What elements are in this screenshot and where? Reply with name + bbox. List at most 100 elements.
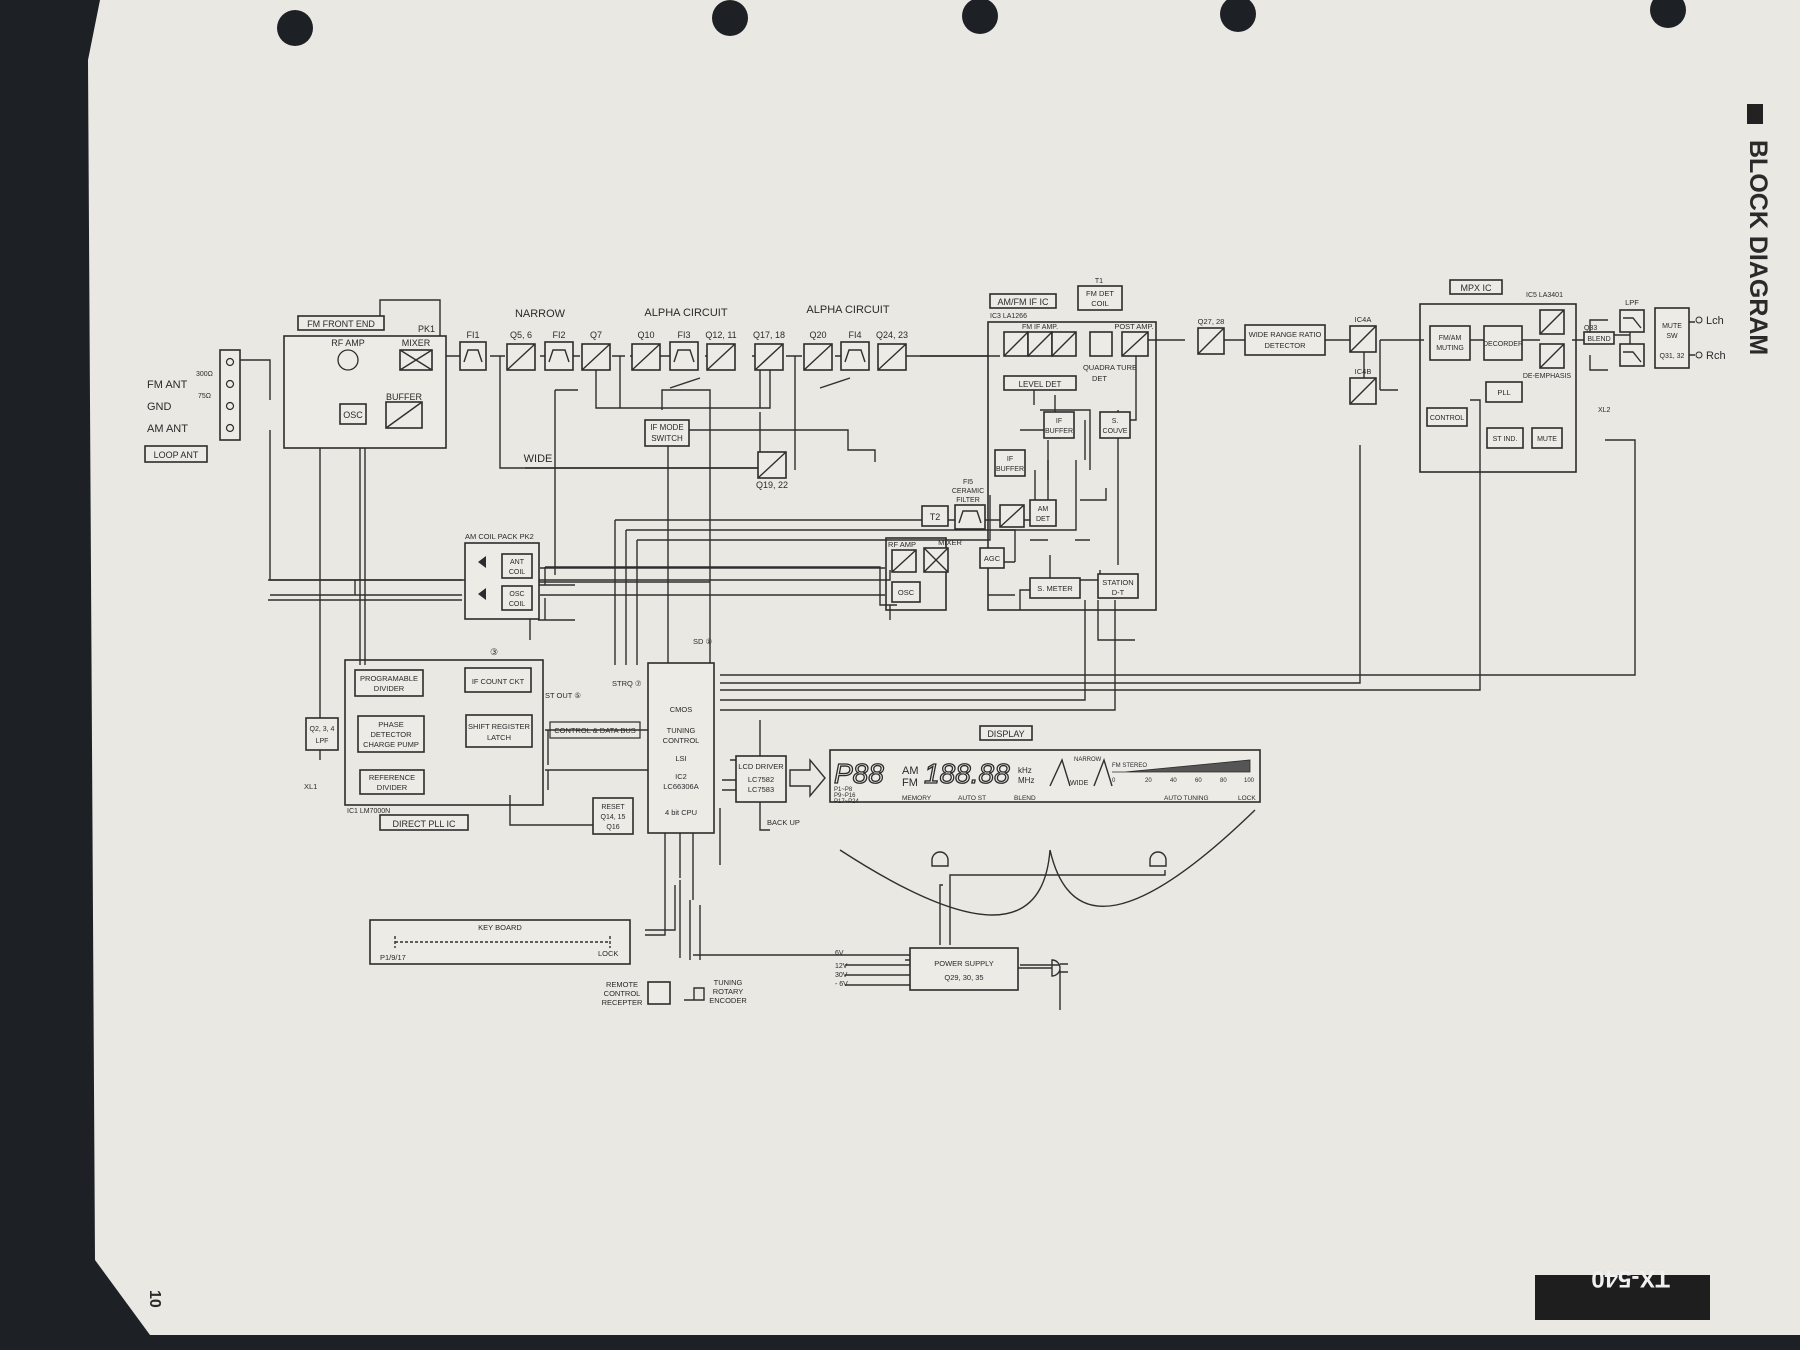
lcd-p-groups: P9~P16: [834, 793, 856, 799]
reset-block: [592, 797, 634, 835]
encoder-label: TUNING: [714, 978, 743, 987]
am-det-label: DET: [1036, 516, 1051, 523]
pll-ic-title: DIRECT PLL IC: [392, 819, 456, 829]
page-title: BLOCK DIAGRAM: [1744, 140, 1772, 355]
power-supply: [909, 947, 1019, 991]
blend-label: BLEND: [1587, 336, 1610, 343]
lcd-memory: MEMORY: [902, 795, 932, 802]
display-title: DISPLAY: [987, 729, 1024, 739]
amp-icon: [757, 451, 787, 479]
amp-icon: [1539, 343, 1565, 369]
fm-front-end-title: FM FRONT END: [307, 319, 375, 329]
lcd-fm: FM: [902, 777, 918, 789]
amp-icon: [1539, 309, 1565, 335]
mute-label: MUTE: [1537, 436, 1557, 443]
s-meter-label: S. METER: [1037, 584, 1073, 593]
cpu-line: IC2: [675, 772, 687, 781]
terminal-icon: [225, 379, 235, 389]
rch-label: Rch: [1706, 350, 1726, 362]
r300-label: 300Ω: [196, 371, 213, 378]
q1211-label: Q12, 11: [705, 330, 736, 340]
ant-coil-label: COIL: [509, 569, 525, 576]
shift-register-label: LATCH: [487, 733, 511, 742]
mute-sw: [1654, 307, 1690, 369]
pk1-label: PK1: [418, 324, 435, 334]
antenna-terminal: [219, 349, 241, 441]
varicap-icon: [478, 556, 486, 600]
mixer-cross-icon: [923, 547, 949, 573]
key-switch-icon: [394, 936, 611, 948]
cpu-block: [647, 662, 715, 834]
ant-coil: [501, 553, 533, 579]
cpu-section: CMOS TUNING CONTROL LSI IC2 LC66306A 4 b…: [592, 662, 800, 835]
am-det: [1029, 499, 1057, 527]
ic1-label: IC1 LM7000N: [347, 808, 390, 815]
am-ant-label: AM ANT: [147, 423, 188, 435]
gnd-label: GND: [147, 401, 172, 413]
power-voltage: - 6V: [835, 981, 848, 988]
lcd-blend: BLEND: [1014, 795, 1036, 802]
fi4-label: FI4: [848, 330, 861, 340]
st-out-label: ST OUT ⑤: [545, 691, 581, 700]
display-section: DISPLAY LCD DRIVER LC7582 LC7583 P88 AM …: [735, 725, 1261, 867]
terminal-icon: [225, 357, 235, 367]
st-ind-label: ST IND.: [1493, 436, 1518, 443]
post-amp-label: POST AMP.: [1114, 322, 1153, 331]
mute-sw-label: SW: [1666, 333, 1678, 340]
lcd-lock: LOCK: [1238, 795, 1256, 802]
phase-detector-label: PHASE: [378, 720, 403, 729]
lch-label: Lch: [1706, 315, 1724, 327]
punch-hole: [1650, 0, 1686, 28]
punch-hole: [962, 0, 998, 34]
if-mode-switch-label: SWITCH: [651, 434, 683, 443]
r75-label: 75Ω: [198, 393, 211, 400]
control-block: [1426, 407, 1468, 427]
remote-label: REMOTE: [606, 980, 638, 989]
keyboard-lock: LOCK: [598, 949, 618, 958]
fi2-label: FI2: [552, 330, 565, 340]
amp-icon: [706, 343, 736, 371]
mute-sw-label: MUTE: [1662, 323, 1682, 330]
amp-icon: [1349, 325, 1377, 353]
lcd-auto-tuning: AUTO TUNING: [1164, 795, 1209, 802]
fm-det-coil-label: FM DET: [1086, 289, 1114, 298]
ic4b-label: IC4B: [1355, 367, 1372, 376]
filter-icon: [673, 349, 695, 363]
fi4-filter: [840, 341, 870, 371]
if-buffer-1: [1043, 411, 1075, 439]
amp-icon: [631, 343, 661, 371]
lcd-driver-label: LCD DRIVER: [738, 762, 784, 771]
amp-icon: [1003, 331, 1029, 357]
cpu-line: CMOS: [670, 705, 693, 714]
q33-label: Q33: [1584, 325, 1597, 332]
title-bullet-icon: [1747, 104, 1763, 124]
pll-lpf: [305, 717, 339, 751]
shift-register-label: SHIFT REGISTER: [468, 722, 531, 731]
osc-block: [339, 403, 367, 425]
am-osc-block: [891, 581, 921, 603]
output-terminal-icon: [1695, 351, 1703, 359]
t1-label: T1: [1095, 278, 1103, 285]
power-voltage: 6V: [835, 950, 844, 957]
lcd-p-segment: P88: [834, 758, 884, 789]
buffer-amp-icon: [385, 401, 423, 429]
fmam-muting-label: FM/AM: [1439, 335, 1462, 342]
encoder-label: ROTARY: [713, 987, 744, 996]
remote-label: CONTROL: [604, 989, 641, 998]
encoder-label: ENCODER: [709, 996, 747, 1005]
lcd-driver-label: LC7583: [748, 785, 774, 794]
phase-detector-label: DETECTOR: [370, 730, 412, 739]
blend-block: [1583, 331, 1615, 345]
loop-ant-box: [144, 445, 208, 463]
lcd-scale: 60: [1195, 778, 1202, 784]
transistor-icon: [337, 349, 359, 371]
keyboard-title: KEY BOARD: [478, 923, 522, 932]
prog-divider-label: PROGRAMABLE: [360, 674, 418, 683]
ic4a-label: IC4A: [1355, 315, 1372, 324]
amfm-if-ic-box: [987, 321, 1157, 611]
mpx-ic-title-box: [1449, 279, 1503, 295]
antenna-section: FM ANT GND AM ANT 300Ω 75Ω LOOP ANT: [144, 349, 241, 463]
amp-icon: [803, 343, 833, 371]
lpf-r: [1619, 343, 1645, 367]
model-label: TX-540: [1591, 1265, 1670, 1292]
